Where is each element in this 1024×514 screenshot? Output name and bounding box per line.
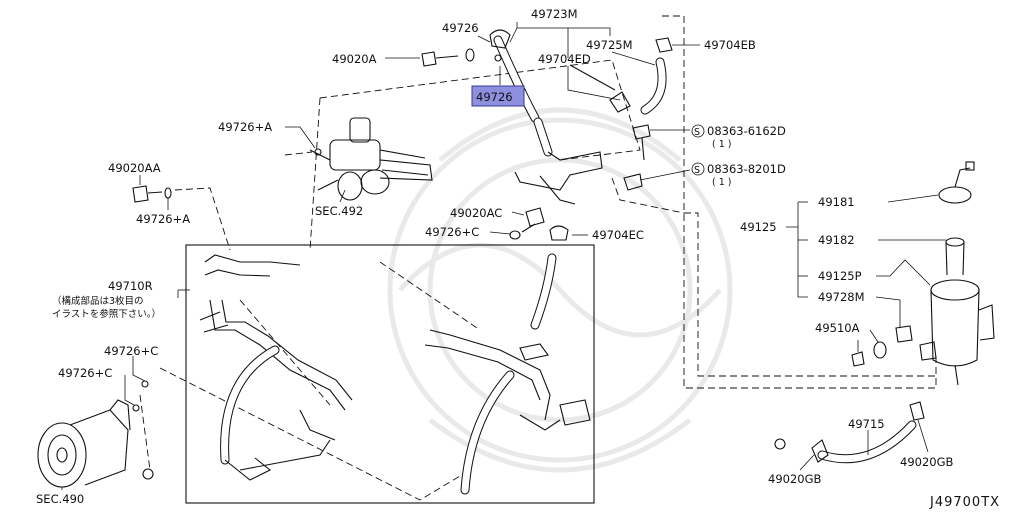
s-symbol-letter: S: [694, 127, 700, 138]
label-49704EB[interactable]: 49704EB: [704, 38, 756, 52]
label-49020AA[interactable]: 49020AA: [108, 161, 161, 175]
power-steering-pump: [37, 380, 154, 488]
reservoir-tank-assembly: [851, 161, 995, 386]
highlight-box: [471, 85, 525, 107]
pressure-hose-49723M: [489, 29, 631, 205]
label-49710R[interactable]: 49710R: [108, 279, 153, 293]
note-line-2: イラストを参照下さい。）: [52, 308, 161, 320]
bolt-08363-6162D: [632, 124, 651, 161]
label-49704EC[interactable]: 49704EC: [592, 228, 644, 242]
return-tube-right: [424, 329, 591, 495]
part-labels: 49723M 49726 49725M 49704EB 49020A 49704…: [36, 7, 1000, 510]
label-49510A[interactable]: 49510A: [815, 321, 860, 335]
bolt-49020AA: [132, 185, 172, 203]
label-49726A-left[interactable]: 49726+A: [136, 212, 190, 226]
diagram-code: J49700TX: [929, 495, 1000, 510]
leader-lines: [61, 22, 946, 490]
label-49020GB-right[interactable]: 49020GB: [900, 455, 953, 469]
label-49726C-a[interactable]: 49726+C: [104, 344, 158, 358]
bolt-49020A: [421, 48, 475, 67]
label-49728M[interactable]: 49728M: [818, 290, 865, 304]
label-sec490[interactable]: SEC.490: [36, 492, 84, 506]
label-08363-8201D-qty: ( 1 ): [712, 177, 732, 188]
washer-49726A-top: [314, 148, 322, 156]
label-49726A-top[interactable]: 49726+A: [218, 120, 272, 134]
dashed-boundaries: [139, 15, 937, 501]
label-49125P[interactable]: 49125P: [818, 269, 862, 283]
label-49726C-mid[interactable]: 49726+C: [425, 225, 479, 239]
s-symbol-letter: S: [694, 165, 700, 176]
label-08363-6162D[interactable]: 08363-6162D: [707, 124, 786, 138]
label-49181[interactable]: 49181: [818, 195, 855, 209]
label-49020AC[interactable]: 49020AC: [450, 206, 502, 220]
suction-hose-49715: [774, 401, 925, 464]
label-49723M[interactable]: 49723M: [531, 7, 578, 21]
label-49020A[interactable]: 49020A: [332, 52, 377, 66]
bolt-08363-8201D: [623, 173, 643, 191]
label-49726C-b[interactable]: 49726+C: [58, 366, 112, 380]
label-49725M[interactable]: 49725M: [586, 38, 633, 52]
label-08363-8201D[interactable]: 08363-8201D: [707, 162, 786, 176]
note-line-1: （構成部品は3枚目の: [52, 295, 144, 307]
label-49125[interactable]: 49125: [740, 220, 777, 234]
bolt-49020AC: [509, 207, 545, 240]
label-49726-highlight[interactable]: 49726: [476, 90, 513, 104]
s-symbol-icon: [691, 124, 705, 138]
pressure-tube-left: [199, 254, 353, 481]
steering-gear-assembly: [309, 117, 433, 201]
return-hose-49704EC: [530, 225, 569, 330]
s-symbol-icon: [691, 162, 705, 176]
label-49182[interactable]: 49182: [818, 233, 855, 247]
label-sec492[interactable]: SEC.492: [315, 204, 363, 218]
watermark-emblem: [387, 107, 733, 473]
label-49704ED[interactable]: 49704ED: [538, 52, 591, 66]
label-49715[interactable]: 49715: [848, 417, 885, 431]
label-08363-6162D-qty: ( 1 ): [712, 139, 732, 150]
label-49020GB-left[interactable]: 49020GB: [768, 472, 821, 486]
hose-49725M: [640, 37, 673, 115]
washer-49726-highlight: [494, 54, 502, 62]
hose-assembly-frame: [185, 244, 595, 504]
label-49726-top[interactable]: 49726: [442, 21, 479, 35]
